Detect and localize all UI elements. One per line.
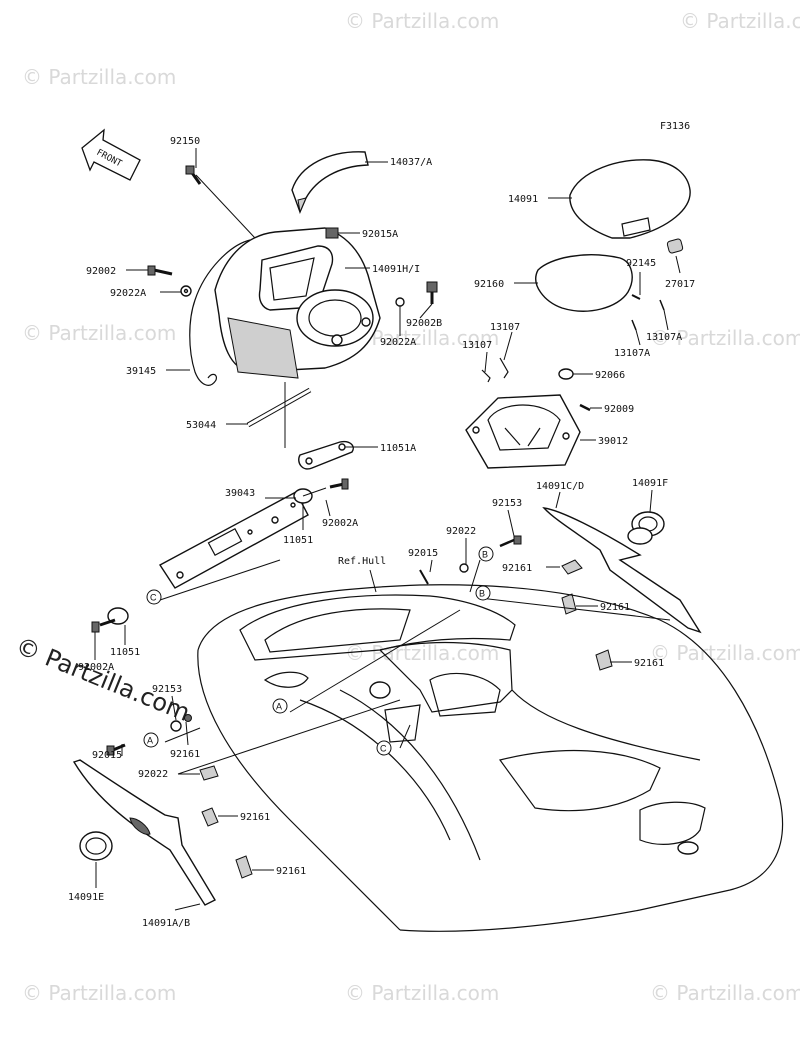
- part-label: 92161: [240, 812, 270, 823]
- pad-92161: [201, 807, 219, 827]
- ref-a-label: A: [147, 736, 153, 746]
- watermark: © Partzilla.com: [22, 321, 176, 345]
- bolt-92002: [147, 265, 173, 276]
- pad-92161: [561, 593, 577, 615]
- part-label: 39012: [598, 436, 628, 447]
- bolt-92150: [185, 165, 202, 185]
- panel-39043: [91, 478, 349, 633]
- hull-label: Ref.Hull: [338, 556, 386, 567]
- part-label: 92002B: [406, 318, 442, 329]
- ref-b-label: B: [479, 589, 485, 599]
- bolt-92002b: [426, 281, 438, 293]
- watermark: © Partzilla.com: [22, 65, 176, 89]
- part-label: 13107: [490, 322, 520, 333]
- steering-cover-assembly: [147, 151, 438, 470]
- watermark: © Partzilla.com: [345, 981, 499, 1005]
- diagram-code: F3136: [660, 121, 690, 132]
- part-label: 11051A: [380, 443, 416, 454]
- part-label: 92161: [276, 866, 306, 877]
- part-label: 53044: [186, 420, 216, 431]
- part-label: 39145: [126, 366, 156, 377]
- part-label: 92009: [604, 404, 634, 415]
- part-label: 92015: [92, 750, 122, 761]
- side-mat-left: [72, 535, 522, 906]
- washer-92022a: [395, 297, 405, 307]
- ref-a-label: A: [276, 702, 282, 712]
- part-label: 27017: [665, 279, 695, 290]
- part-label: 14091A/B: [142, 918, 190, 929]
- ref-b-label: B: [482, 550, 488, 560]
- part-label: 14091E: [68, 892, 104, 903]
- part-label: 92022A: [110, 288, 146, 299]
- part-27017: [666, 238, 684, 254]
- leader-lines: [94, 148, 681, 911]
- part-label: 92161: [502, 563, 532, 574]
- part-label: 92153: [152, 684, 182, 695]
- part-label: 92153: [492, 498, 522, 509]
- watermark: © Partzilla.com: [22, 981, 176, 1005]
- pad-92161: [199, 765, 219, 781]
- ref-c-label: C: [150, 593, 157, 603]
- hull: Ref.Hull: [197, 556, 784, 932]
- storage-lid: [569, 159, 691, 239]
- storage-tub: [465, 394, 581, 469]
- reference-markers: A A B B C C: [143, 546, 494, 756]
- pad-92161: [235, 855, 253, 879]
- part-label: 92066: [595, 370, 625, 381]
- part-label: 92160: [474, 279, 504, 290]
- grommet-92066: [558, 368, 574, 380]
- part-label: 39043: [225, 488, 255, 499]
- ref-b-marker: [478, 546, 494, 562]
- storage-assembly: [465, 159, 691, 469]
- front-arrow: FRONT: [81, 128, 141, 181]
- watermark: © Partzilla.com: [680, 9, 800, 33]
- ref-c-marker: [146, 589, 162, 605]
- part-label: 13107A: [646, 332, 682, 343]
- part-label: 92161: [170, 749, 200, 760]
- ref-c-marker: [376, 740, 392, 756]
- clip-92015a: [325, 227, 339, 239]
- watermark: © Partzilla.com: [345, 641, 499, 665]
- pad-92160: [535, 254, 633, 312]
- watermark-main: © Partzilla.com: [12, 632, 194, 727]
- part-label: 92015A: [362, 229, 398, 240]
- watermark: © Partzilla.com: [650, 326, 800, 350]
- ref-a-marker: [143, 732, 159, 748]
- ref-b-marker: [475, 585, 491, 601]
- part-label: 92002A: [78, 662, 114, 673]
- part-label: 92015: [408, 548, 438, 559]
- part-label: 92150: [170, 136, 200, 147]
- watermark: © Partzilla.com: [345, 9, 499, 33]
- ref-c-label: C: [380, 744, 387, 754]
- part-label: 92022A: [380, 337, 416, 348]
- part-label: 14091H/I: [372, 264, 420, 275]
- pad-92161: [595, 649, 613, 671]
- part-label: 14091: [508, 194, 538, 205]
- side-mat-right: [542, 507, 702, 671]
- cable-part: [189, 239, 251, 386]
- part-label: 92022: [138, 769, 168, 780]
- part-label: 92161: [600, 602, 630, 613]
- part-label: 92002: [86, 266, 116, 277]
- part-label: 92022: [446, 526, 476, 537]
- watermark: © Partzilla.com: [650, 641, 800, 665]
- part-label: 11051: [110, 647, 140, 658]
- handle-cover-part: [291, 151, 369, 214]
- ref-a-marker: [272, 698, 288, 714]
- part-label: 13107A: [614, 348, 650, 359]
- part-label: 92145: [626, 258, 656, 269]
- part-labels: 92150 14037/A 92015A 14091H/I 92002 9202…: [68, 136, 695, 929]
- pad-92161: [561, 559, 583, 575]
- watermark: © Partzilla.com: [650, 981, 800, 1005]
- part-label: 92161: [634, 658, 664, 669]
- part-label: 14037/A: [390, 157, 432, 168]
- part-label: 92002A: [322, 518, 358, 529]
- part-label: 11051: [283, 535, 313, 546]
- part-label: 13107: [462, 340, 492, 351]
- part-label: 14091F: [632, 478, 668, 489]
- part-label: 14091C/D: [536, 481, 584, 492]
- gauge-opening: [296, 289, 374, 347]
